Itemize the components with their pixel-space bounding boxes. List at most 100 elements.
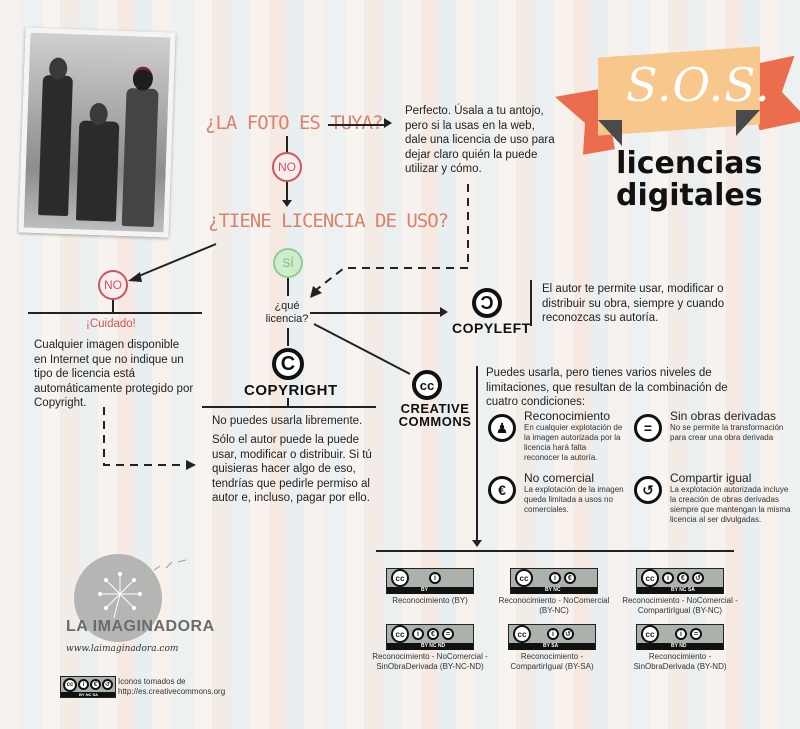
condition-text: La explotación autorizada incluye la cre… (670, 485, 791, 524)
cc-icon: cc (641, 569, 659, 587)
line-to-copyright (287, 328, 289, 346)
creative-commons-icon: cc (412, 370, 442, 400)
credit-codes: BY NC SA (61, 692, 115, 697)
logo-circle (74, 554, 162, 642)
share-alike-icon: ↺ (562, 628, 574, 640)
attribution-icon: i (549, 572, 561, 584)
no-badge-1: NO (272, 152, 302, 182)
divider-copyright (202, 406, 376, 408)
attribution-icon: ♟ (488, 414, 516, 442)
question-has-license: ¿TIENE LICENCIA DE USO? (208, 210, 449, 232)
share-alike-icon: ↺ (102, 679, 113, 690)
photo-figure-seated (75, 120, 120, 222)
perfect-text: Perfecto. Úsala a tu antojo, pero si la … (405, 105, 555, 175)
license-codes: BY ND (637, 643, 723, 650)
license-caption: Reconocimiento - NoComercial (BY-NC) (498, 596, 610, 615)
photo-bird-head (132, 66, 154, 91)
sos-title: S.O.S. (626, 58, 771, 112)
no-derivatives-icon: = (442, 628, 454, 640)
license-badge: cc i= BY ND (636, 624, 724, 650)
no-derivatives-icon: = (634, 414, 662, 442)
cc-label-line2: COMMONS (398, 414, 472, 429)
cc-icon: cc (641, 625, 659, 643)
attribution-icon: i (675, 628, 687, 640)
attribution-icon: i (412, 628, 424, 640)
copyleft-label: COPYLEFT (452, 320, 531, 336)
dashed-arrow-to-copyright (103, 407, 196, 470)
line-copyright-down (287, 398, 289, 408)
dashed-arrow-perfect-to-license (310, 184, 469, 298)
license-caption: Reconocimiento - CompartirIgual (BY-SA) (510, 652, 594, 671)
copyleft-text: El autor te permite usar, modificar o di… (542, 283, 725, 324)
license-codes: BY NC SA (637, 587, 723, 594)
license-codes: BY (387, 587, 473, 594)
credit-link[interactable]: http://es.creativecommons.org (118, 687, 226, 696)
cc-icon: cc (515, 569, 533, 587)
condition-text: En cualquier explotación de la imagen au… (524, 423, 623, 462)
license-badge: cc i€ BY NC (510, 568, 598, 594)
brand-url[interactable]: www.laimaginadora.com (66, 644, 179, 654)
condition-text: No se permite la transformación para cre… (670, 423, 784, 442)
license-caption: Reconocimiento - NoComercial - SinObraDe… (372, 652, 488, 671)
cc-intro: Puedes usarla, pero tienes varios nivele… (486, 367, 728, 408)
divider-licenses (376, 550, 734, 552)
non-commercial-icon: € (488, 476, 516, 504)
title-line1: licencias (616, 146, 763, 181)
condition-text: La explotación de la imagen queda limita… (524, 485, 624, 514)
license-by-nd: cc i= BY ND Reconocimiento - SinObraDeriv… (620, 624, 740, 672)
title-line2: digitales (616, 178, 763, 213)
dandelion-icon (97, 571, 143, 618)
arrowhead-down-icon (472, 540, 482, 547)
seeds-icon (153, 559, 187, 571)
license-caption: Reconocimiento - SinObraDerivada (BY-ND) (633, 652, 727, 671)
license-caption: Reconocimiento (BY) (392, 596, 468, 605)
no-badge-2: NO (98, 270, 128, 300)
non-commercial-icon: € (90, 679, 101, 690)
main-title: licencias digitales (616, 148, 763, 212)
copyright-icon: C (272, 348, 304, 380)
share-alike-icon: ↺ (634, 476, 662, 504)
license-codes: BY NC (511, 587, 597, 594)
divider-warning (28, 312, 202, 314)
arrow-to-no-2 (128, 243, 217, 282)
share-alike-icon: ↺ (692, 572, 704, 584)
cc-icon: cc (391, 625, 409, 643)
attribution-icon: i (662, 572, 674, 584)
yes-badge: SÍ (273, 248, 303, 278)
arrow-to-copyleft (310, 312, 442, 314)
credit-text: Iconos tomados de http://es.creativecomm… (118, 677, 225, 697)
vintage-photo (18, 27, 176, 238)
photo-figure-right (121, 88, 159, 228)
cc-icon: cc (513, 625, 531, 643)
attribution-icon: i (78, 679, 89, 690)
license-by-nc: cc i€ BY NC Reconocimiento - NoComercial … (494, 568, 614, 616)
arrowhead-icon (384, 118, 392, 128)
arrow-to-cc (313, 323, 411, 375)
non-commercial-icon: € (564, 572, 576, 584)
no-derivatives-icon: = (690, 628, 702, 640)
cc-icon: cc (391, 569, 409, 587)
line-si-down (287, 278, 289, 296)
which-license-label: ¿qué licencia? (265, 300, 309, 325)
copyright-line2: Sólo el autor puede la puede usar, modif… (212, 434, 372, 504)
line-q1-no (286, 136, 288, 154)
arrow-to-perfect (328, 124, 386, 126)
non-commercial-icon: € (677, 572, 689, 584)
attribution-icon: i (547, 628, 559, 640)
credit-line1: Iconos tomados de (118, 677, 186, 686)
license-caption: Reconocimiento - NoComercial - Compartir… (622, 596, 738, 615)
arrowhead-icon (440, 307, 448, 317)
line-no2-down (112, 300, 114, 314)
photo-figure-left (38, 75, 73, 217)
cc-arrow-down (476, 366, 478, 542)
copyright-line1: No puedes usarla libremente. (212, 415, 363, 427)
condition-title: Compartir igual (670, 471, 752, 485)
